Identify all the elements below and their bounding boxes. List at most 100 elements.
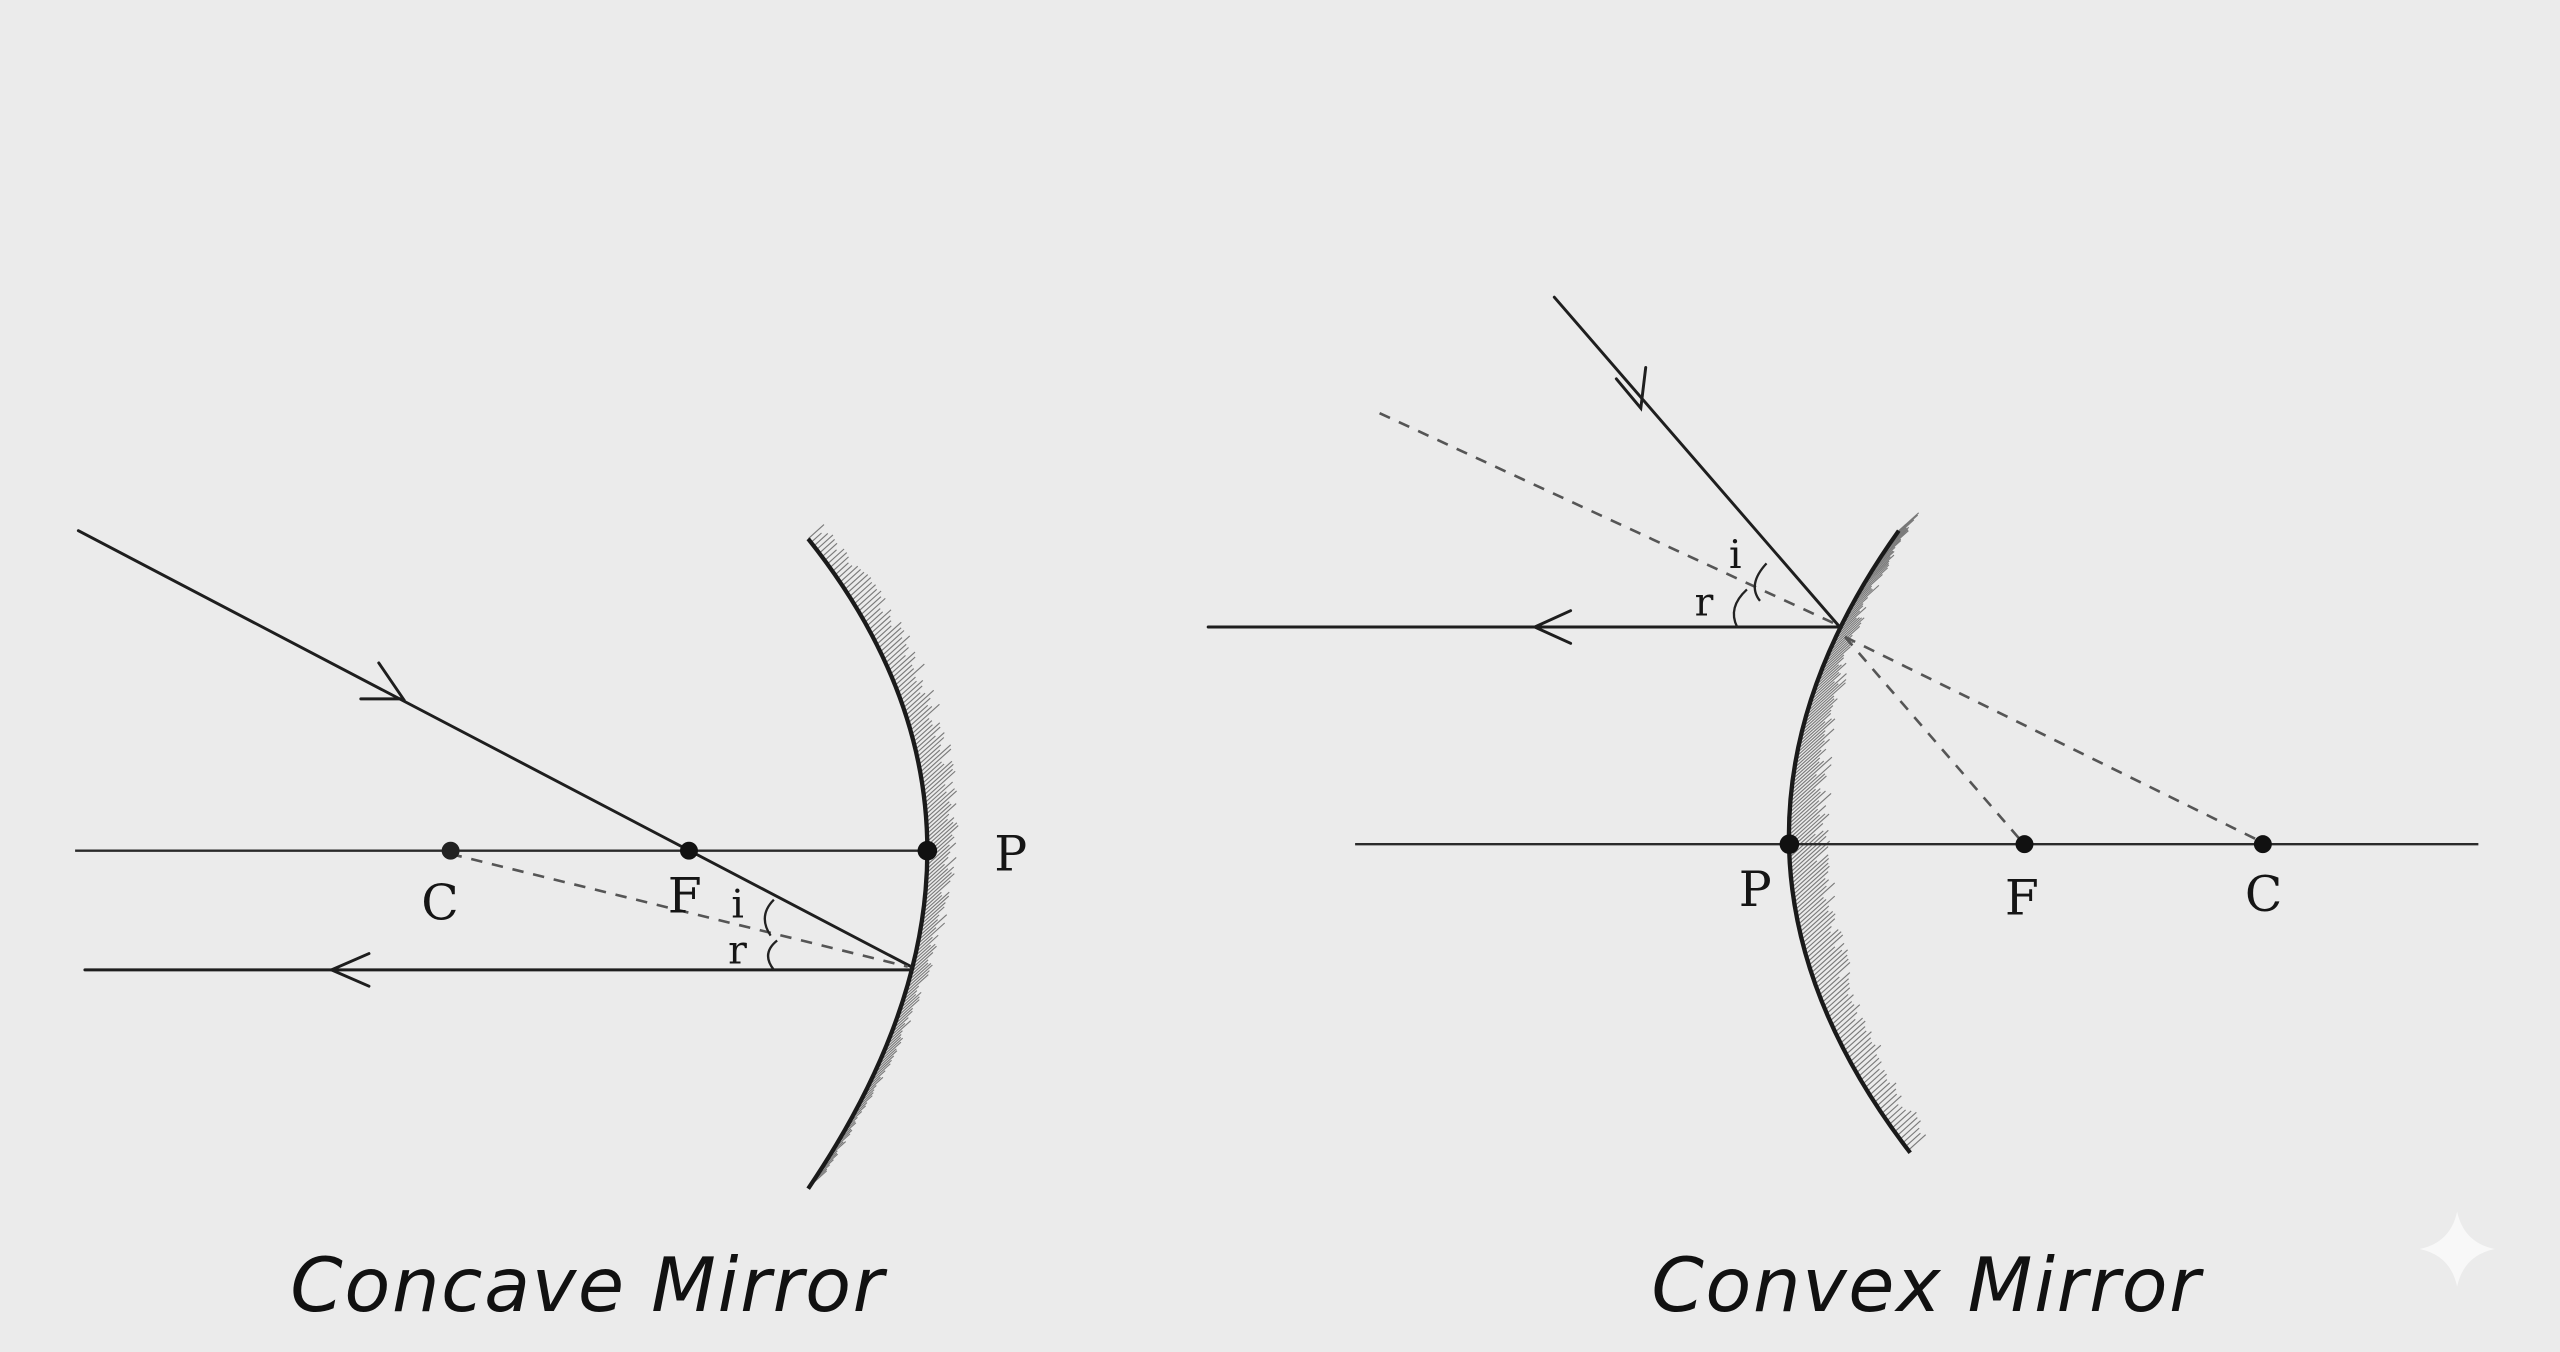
concave-incident-ray	[78, 531, 911, 967]
hatch-stroke	[863, 598, 886, 618]
convex-angle-i-arc	[1755, 563, 1767, 601]
hatch-stroke	[1903, 1128, 1919, 1143]
hatch-stroke	[927, 814, 949, 834]
hatch-stroke	[1814, 950, 1848, 980]
hatch-stroke	[838, 566, 852, 579]
hatch-stroke	[1874, 1083, 1896, 1102]
concave-point-f	[680, 842, 698, 860]
hatch-stroke	[1810, 947, 1835, 969]
concave-diagram: C F P i r Concave Mirror	[75, 525, 1027, 1329]
hatch-stroke	[912, 718, 930, 734]
convex-reflected-ray-extension	[1845, 637, 2021, 841]
hatch-stroke	[854, 585, 875, 604]
convex-mirror-hatching	[1789, 513, 1926, 1151]
hatch-stroke	[915, 727, 940, 749]
concave-label-p: P	[994, 825, 1027, 882]
hatch-stroke	[1906, 1133, 1921, 1146]
convex-normal-line-to-c	[1845, 637, 2260, 841]
hatch-stroke	[856, 589, 876, 607]
hatch-stroke	[914, 725, 933, 742]
hatch-stroke	[869, 610, 891, 630]
hatch-stroke	[923, 764, 953, 791]
hatch-stroke	[1861, 1062, 1882, 1081]
hatch-stroke	[822, 543, 837, 556]
convex-point-c	[2254, 835, 2272, 853]
hatch-stroke	[1848, 1038, 1870, 1058]
convex-point-f	[2016, 835, 2034, 853]
hatch-stroke	[901, 680, 923, 700]
hatch-stroke	[835, 563, 848, 575]
hatch-stroke	[895, 669, 914, 686]
hatch-stroke	[1795, 878, 1825, 905]
concave-label-r: r	[728, 928, 747, 973]
hatch-stroke	[925, 873, 952, 897]
hatch-stroke	[1835, 1012, 1857, 1032]
hatch-stroke	[918, 738, 944, 761]
hatch-stroke	[926, 802, 949, 823]
concave-label-i: i	[731, 883, 744, 928]
concave-angle-r-arc	[768, 940, 777, 969]
hatch-stroke	[882, 638, 902, 656]
hatch-stroke	[1797, 883, 1835, 917]
hatch-stroke	[833, 557, 849, 571]
hatch-stroke	[1809, 935, 1843, 965]
hatch-stroke	[1884, 1104, 1898, 1117]
hatch-stroke	[814, 533, 828, 546]
convex-mirror-title: Convex Mirror	[1651, 1241, 2204, 1329]
hatch-stroke	[1827, 994, 1848, 1013]
hatch-stroke	[1832, 1005, 1854, 1025]
concave-mirror-title: Concave Mirror	[290, 1241, 887, 1329]
hatch-stroke	[850, 578, 871, 597]
hatch-stroke	[902, 686, 922, 704]
hatch-stroke	[1844, 1031, 1866, 1051]
concave-label-f: F	[668, 868, 702, 925]
convex-diagram: P F C i r Convex Mirror	[1208, 297, 2478, 1329]
hatch-stroke	[908, 705, 927, 723]
hatch-stroke	[887, 648, 908, 667]
hatch-stroke	[859, 591, 882, 611]
hatch-stroke	[1806, 932, 1831, 954]
hatch-stroke	[1821, 973, 1850, 999]
concave-point-p	[918, 841, 938, 861]
hatch-stroke	[927, 819, 947, 837]
concave-label-c: C	[421, 874, 458, 931]
hatch-stroke	[861, 597, 881, 615]
hatch-stroke	[924, 771, 955, 799]
concave-point-c	[442, 842, 460, 860]
hatch-stroke	[1793, 858, 1829, 891]
convex-label-p: P	[1739, 861, 1772, 918]
hatch-stroke	[1830, 1002, 1852, 1021]
hatch-stroke	[1805, 926, 1832, 950]
convex-angle-r-arc	[1734, 589, 1747, 627]
hatch-stroke	[906, 690, 934, 715]
convex-label-i: i	[1729, 533, 1742, 578]
hatch-stroke	[1796, 886, 1826, 913]
hatch-stroke	[1887, 1107, 1902, 1121]
sparkle-icon	[2420, 1212, 2495, 1287]
convex-incident-ray	[1554, 297, 1838, 625]
hatch-stroke	[879, 628, 902, 648]
convex-normal-extension	[1380, 413, 1836, 624]
hatch-stroke	[817, 535, 833, 550]
hatch-stroke	[808, 525, 824, 539]
hatch-stroke	[905, 693, 925, 711]
hatch-stroke	[927, 804, 956, 830]
hatch-stroke	[1789, 792, 1820, 820]
hatch-stroke	[1852, 1045, 1875, 1066]
concave-angle-i-arc	[765, 900, 774, 936]
hatch-stroke	[916, 736, 935, 753]
convex-label-r: r	[1695, 581, 1714, 626]
hatch-stroke	[1842, 1027, 1865, 1047]
convex-label-c: C	[2245, 866, 2282, 923]
hatch-stroke	[1889, 1110, 1905, 1125]
hatch-stroke	[926, 791, 956, 818]
hatch-stroke	[1822, 979, 1848, 1003]
hatch-stroke	[1794, 866, 1830, 898]
hatch-stroke	[897, 664, 925, 689]
convex-label-f: F	[2005, 869, 2039, 926]
hatch-stroke	[1790, 776, 1827, 809]
hatch-stroke	[1793, 863, 1828, 895]
hatch-stroke	[1808, 932, 1841, 962]
hatch-stroke	[915, 723, 940, 746]
